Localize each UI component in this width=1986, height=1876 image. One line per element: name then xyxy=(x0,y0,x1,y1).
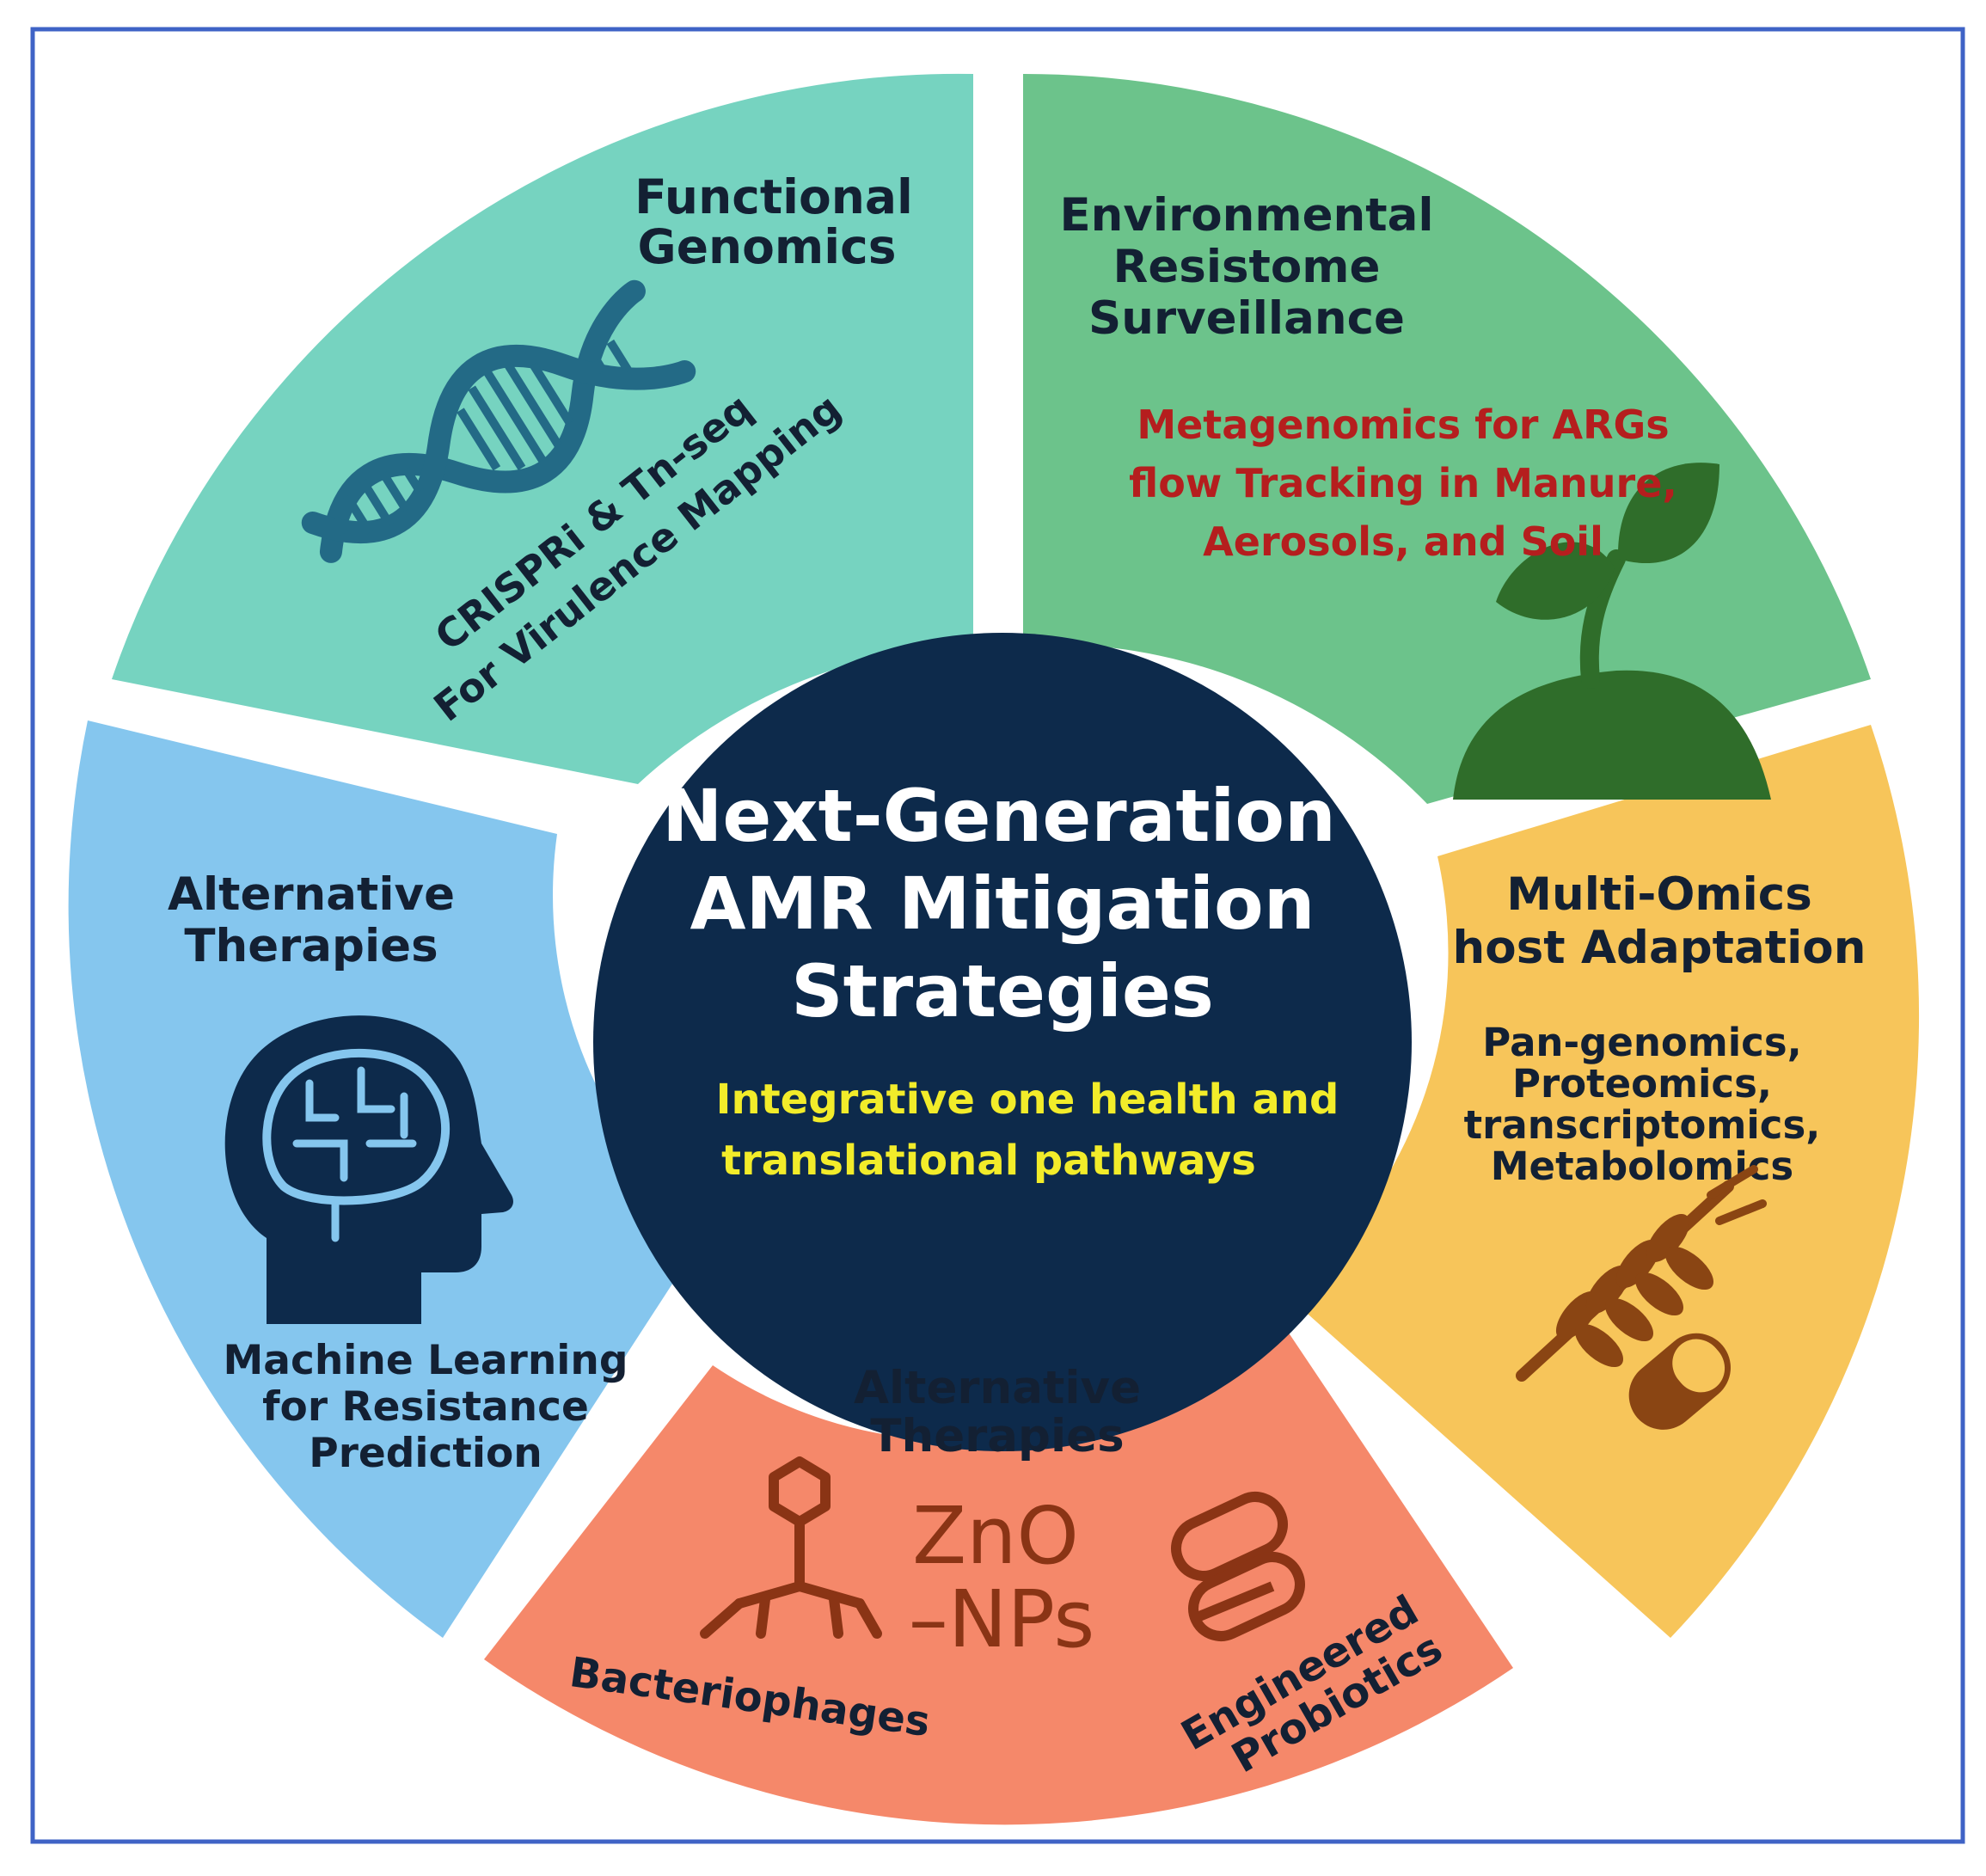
zno-nanoparticles-label: ZnO –NPs xyxy=(909,1490,1095,1665)
alt-left-title-line-1: Alternative xyxy=(168,868,455,921)
multi-omics-title-line-2: host Adaptation xyxy=(1453,922,1866,974)
zno-label-line-1: ZnO xyxy=(912,1490,1079,1582)
center-subtitle-line-2: translational pathways xyxy=(721,1137,1256,1185)
alt-left-detail-line-2: for Resistance xyxy=(262,1383,589,1431)
alt-bottom-title-line-1: Alternative xyxy=(854,1362,1141,1414)
multi-omics-detail-line-4: Metabolomics xyxy=(1491,1143,1793,1189)
alt-left-detail-line-1: Machine Learning xyxy=(223,1337,628,1384)
center-title-line-3: Strategies xyxy=(791,949,1214,1033)
environmental-title-line-2: Resistome xyxy=(1113,241,1381,293)
zno-label-line-2: –NPs xyxy=(909,1573,1095,1665)
multi-omics-title: Multi-Omics host Adaptation xyxy=(1453,868,1866,974)
probiotic-capsules-icon xyxy=(1171,1492,1305,1641)
dna-helix-icon xyxy=(301,279,696,563)
segment-multi-omics xyxy=(1285,725,1920,1638)
segment-environmental-surveillance xyxy=(1023,73,1871,805)
environmental-detail-line-1: Metagenomics for ARGs xyxy=(1137,402,1669,448)
alt-bottom-title: Alternative Therapies xyxy=(854,1362,1141,1462)
bacteriophage-icon xyxy=(700,1456,882,1639)
environmental-title-line-3: Surveillance xyxy=(1088,292,1405,345)
environmental-detail: Metagenomics for ARGs flow Tracking in M… xyxy=(1129,402,1677,565)
multi-omics-detail-line-2: Proteomics, xyxy=(1512,1061,1772,1107)
multi-omics-title-line-1: Multi-Omics xyxy=(1506,868,1812,921)
functional-genomics-title: Functional Genomics xyxy=(634,169,913,274)
multi-omics-detail-line-1: Pan-genomics, xyxy=(1482,1020,1801,1065)
alt-left-title: Alternative Therapies xyxy=(168,868,455,972)
multi-omics-detail-line-3: transcriptomics, xyxy=(1464,1102,1821,1148)
center-hub xyxy=(593,633,1412,1451)
alt-left-detail-line-3: Prediction xyxy=(309,1430,542,1477)
wheat-capsule-icon xyxy=(1516,1165,1767,1430)
seedling-icon xyxy=(1453,463,1771,800)
multi-omics-detail: Pan-genomics, Proteomics, transcriptomic… xyxy=(1464,1020,1821,1189)
environmental-detail-line-2: flow Tracking in Manure, xyxy=(1129,460,1677,506)
center-title-line-1: Next-Generation xyxy=(662,774,1336,858)
center-subtitle: Integrative one health and translational… xyxy=(716,1076,1339,1185)
functional-genomics-title-line-1: Functional xyxy=(634,169,913,224)
center-title: Next-Generation AMR Mitigation Strategie… xyxy=(662,774,1336,1033)
functional-genomics-title-line-2: Genomics xyxy=(638,219,897,274)
environmental-title-line-1: Environmental xyxy=(1059,189,1433,242)
segment-alternative-therapies-bottom xyxy=(484,1309,1513,1825)
alt-bottom-title-line-2: Therapies xyxy=(870,1410,1124,1462)
center-title-line-2: AMR Mitigation xyxy=(690,861,1315,946)
segment-functional-genomics xyxy=(112,73,973,784)
alt-left-detail: Machine Learning for Resistance Predicti… xyxy=(223,1337,628,1477)
environmental-detail-line-3: Aerosols, and Soil xyxy=(1203,518,1603,565)
brain-head-icon xyxy=(224,1015,513,1324)
environmental-title: Environmental Resistome Surveillance xyxy=(1059,189,1433,345)
center-subtitle-line-1: Integrative one health and xyxy=(716,1076,1339,1124)
alt-left-title-line-2: Therapies xyxy=(184,920,438,972)
